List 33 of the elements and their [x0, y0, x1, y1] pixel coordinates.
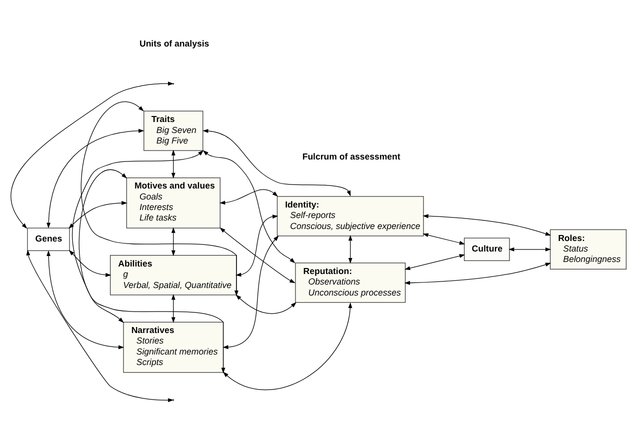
arrow	[46, 250, 124, 350]
arrow	[422, 214, 552, 236]
label: Fulcrum of assessment	[302, 151, 400, 162]
node-box: Narratives Stories Significant memories Scripts	[123, 322, 224, 373]
arrow	[202, 150, 296, 264]
node-box: Identity: Self-reports Conscious, subjective experience	[276, 196, 424, 236]
node-box: Motives and values Goals Interests Life tasks	[126, 178, 220, 228]
arrow	[236, 214, 278, 277]
arrow	[508, 247, 552, 252]
arrow	[171, 294, 176, 323]
arrow	[46, 128, 144, 228]
node-box: Abilities g Verbal, Spatial, Quantitative	[110, 255, 237, 296]
arrow	[404, 254, 466, 270]
label: Units of analysis	[139, 38, 210, 48]
node-box: Culture	[464, 238, 510, 262]
arrow	[72, 150, 204, 323]
arrow	[236, 294, 296, 314]
node-box: Traits Big Seven Big Five	[144, 110, 204, 151]
arrow	[348, 235, 352, 264]
arrow	[222, 236, 279, 350]
arrow	[222, 302, 352, 390]
node-box: Genes	[27, 228, 70, 251]
arrow	[171, 227, 176, 256]
arrow	[68, 250, 112, 277]
arrow	[220, 189, 278, 205]
arrow	[422, 233, 466, 245]
arrow	[220, 227, 296, 284]
arrow	[171, 150, 176, 179]
arrow	[404, 262, 552, 285]
node-box: Roles: Status Belongingness	[550, 229, 627, 270]
node-box: Reputation: Observations Unconscious processes	[295, 262, 406, 303]
arrow	[202, 128, 351, 196]
arrow	[68, 201, 128, 229]
